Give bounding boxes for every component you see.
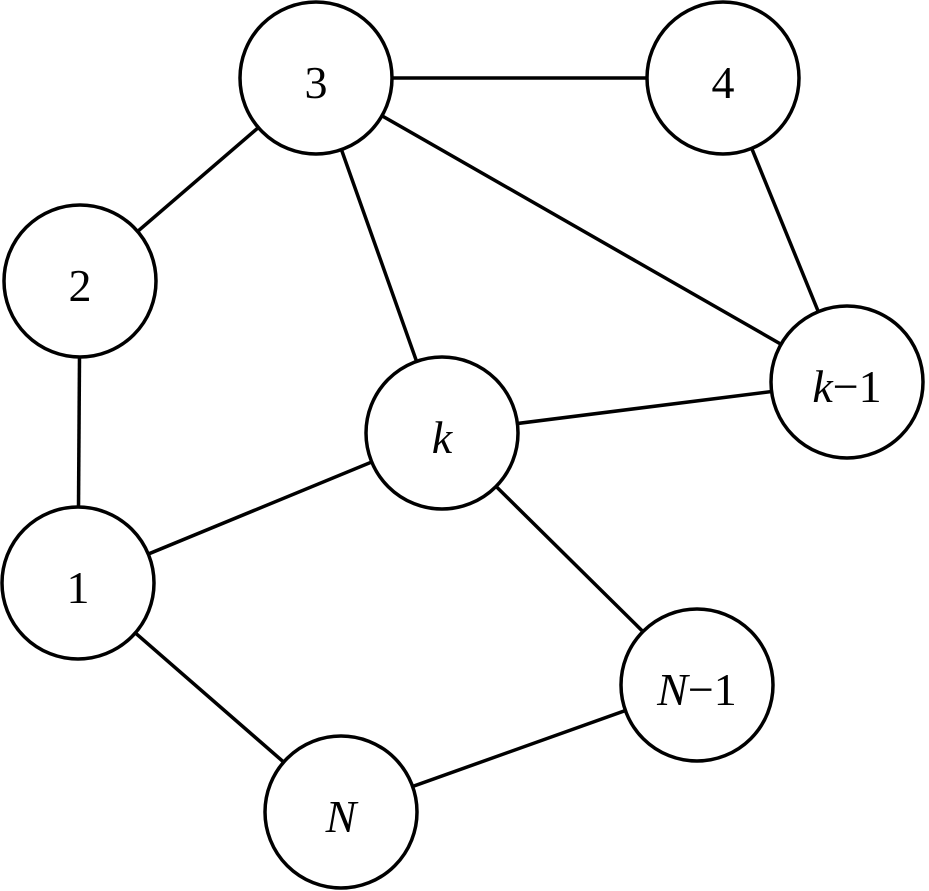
node-label: 4	[712, 57, 735, 108]
node-circle	[0, 505, 156, 661]
node-label: N	[325, 791, 359, 842]
node-circle	[263, 734, 419, 890]
node-label: k−1	[812, 361, 881, 412]
node-label-part: 2	[69, 260, 92, 311]
node-nk: k	[364, 355, 520, 511]
node-n4: 4	[645, 0, 801, 156]
node-label-part: N	[656, 664, 690, 715]
node-label-part: −1	[688, 664, 737, 715]
node-label: 3	[305, 57, 328, 108]
node-nN: N	[263, 734, 419, 890]
node-circle	[364, 355, 520, 511]
node-n2: 2	[2, 203, 158, 359]
node-label: k	[432, 412, 454, 463]
node-label: N−1	[656, 664, 737, 715]
node-circle	[238, 0, 394, 156]
node-label: 2	[69, 260, 92, 311]
node-n3: 3	[238, 0, 394, 156]
node-label-part: 3	[305, 57, 328, 108]
node-label-part: k	[812, 361, 834, 412]
node-label-part: 4	[712, 57, 735, 108]
node-label-part: k	[432, 412, 454, 463]
node-circle	[769, 304, 925, 460]
edge-n3-nk1	[315, 76, 848, 384]
node-label-part: N	[325, 791, 359, 842]
node-label-part: −1	[833, 361, 882, 412]
node-circle	[619, 607, 775, 763]
node-nN1: N−1	[619, 607, 775, 763]
node-nk1: k−1	[769, 304, 925, 460]
node-label-part: 1	[67, 562, 90, 613]
node-circle	[645, 0, 801, 156]
node-n1: 1	[0, 505, 156, 661]
node-label: 1	[67, 562, 90, 613]
node-circle	[2, 203, 158, 359]
